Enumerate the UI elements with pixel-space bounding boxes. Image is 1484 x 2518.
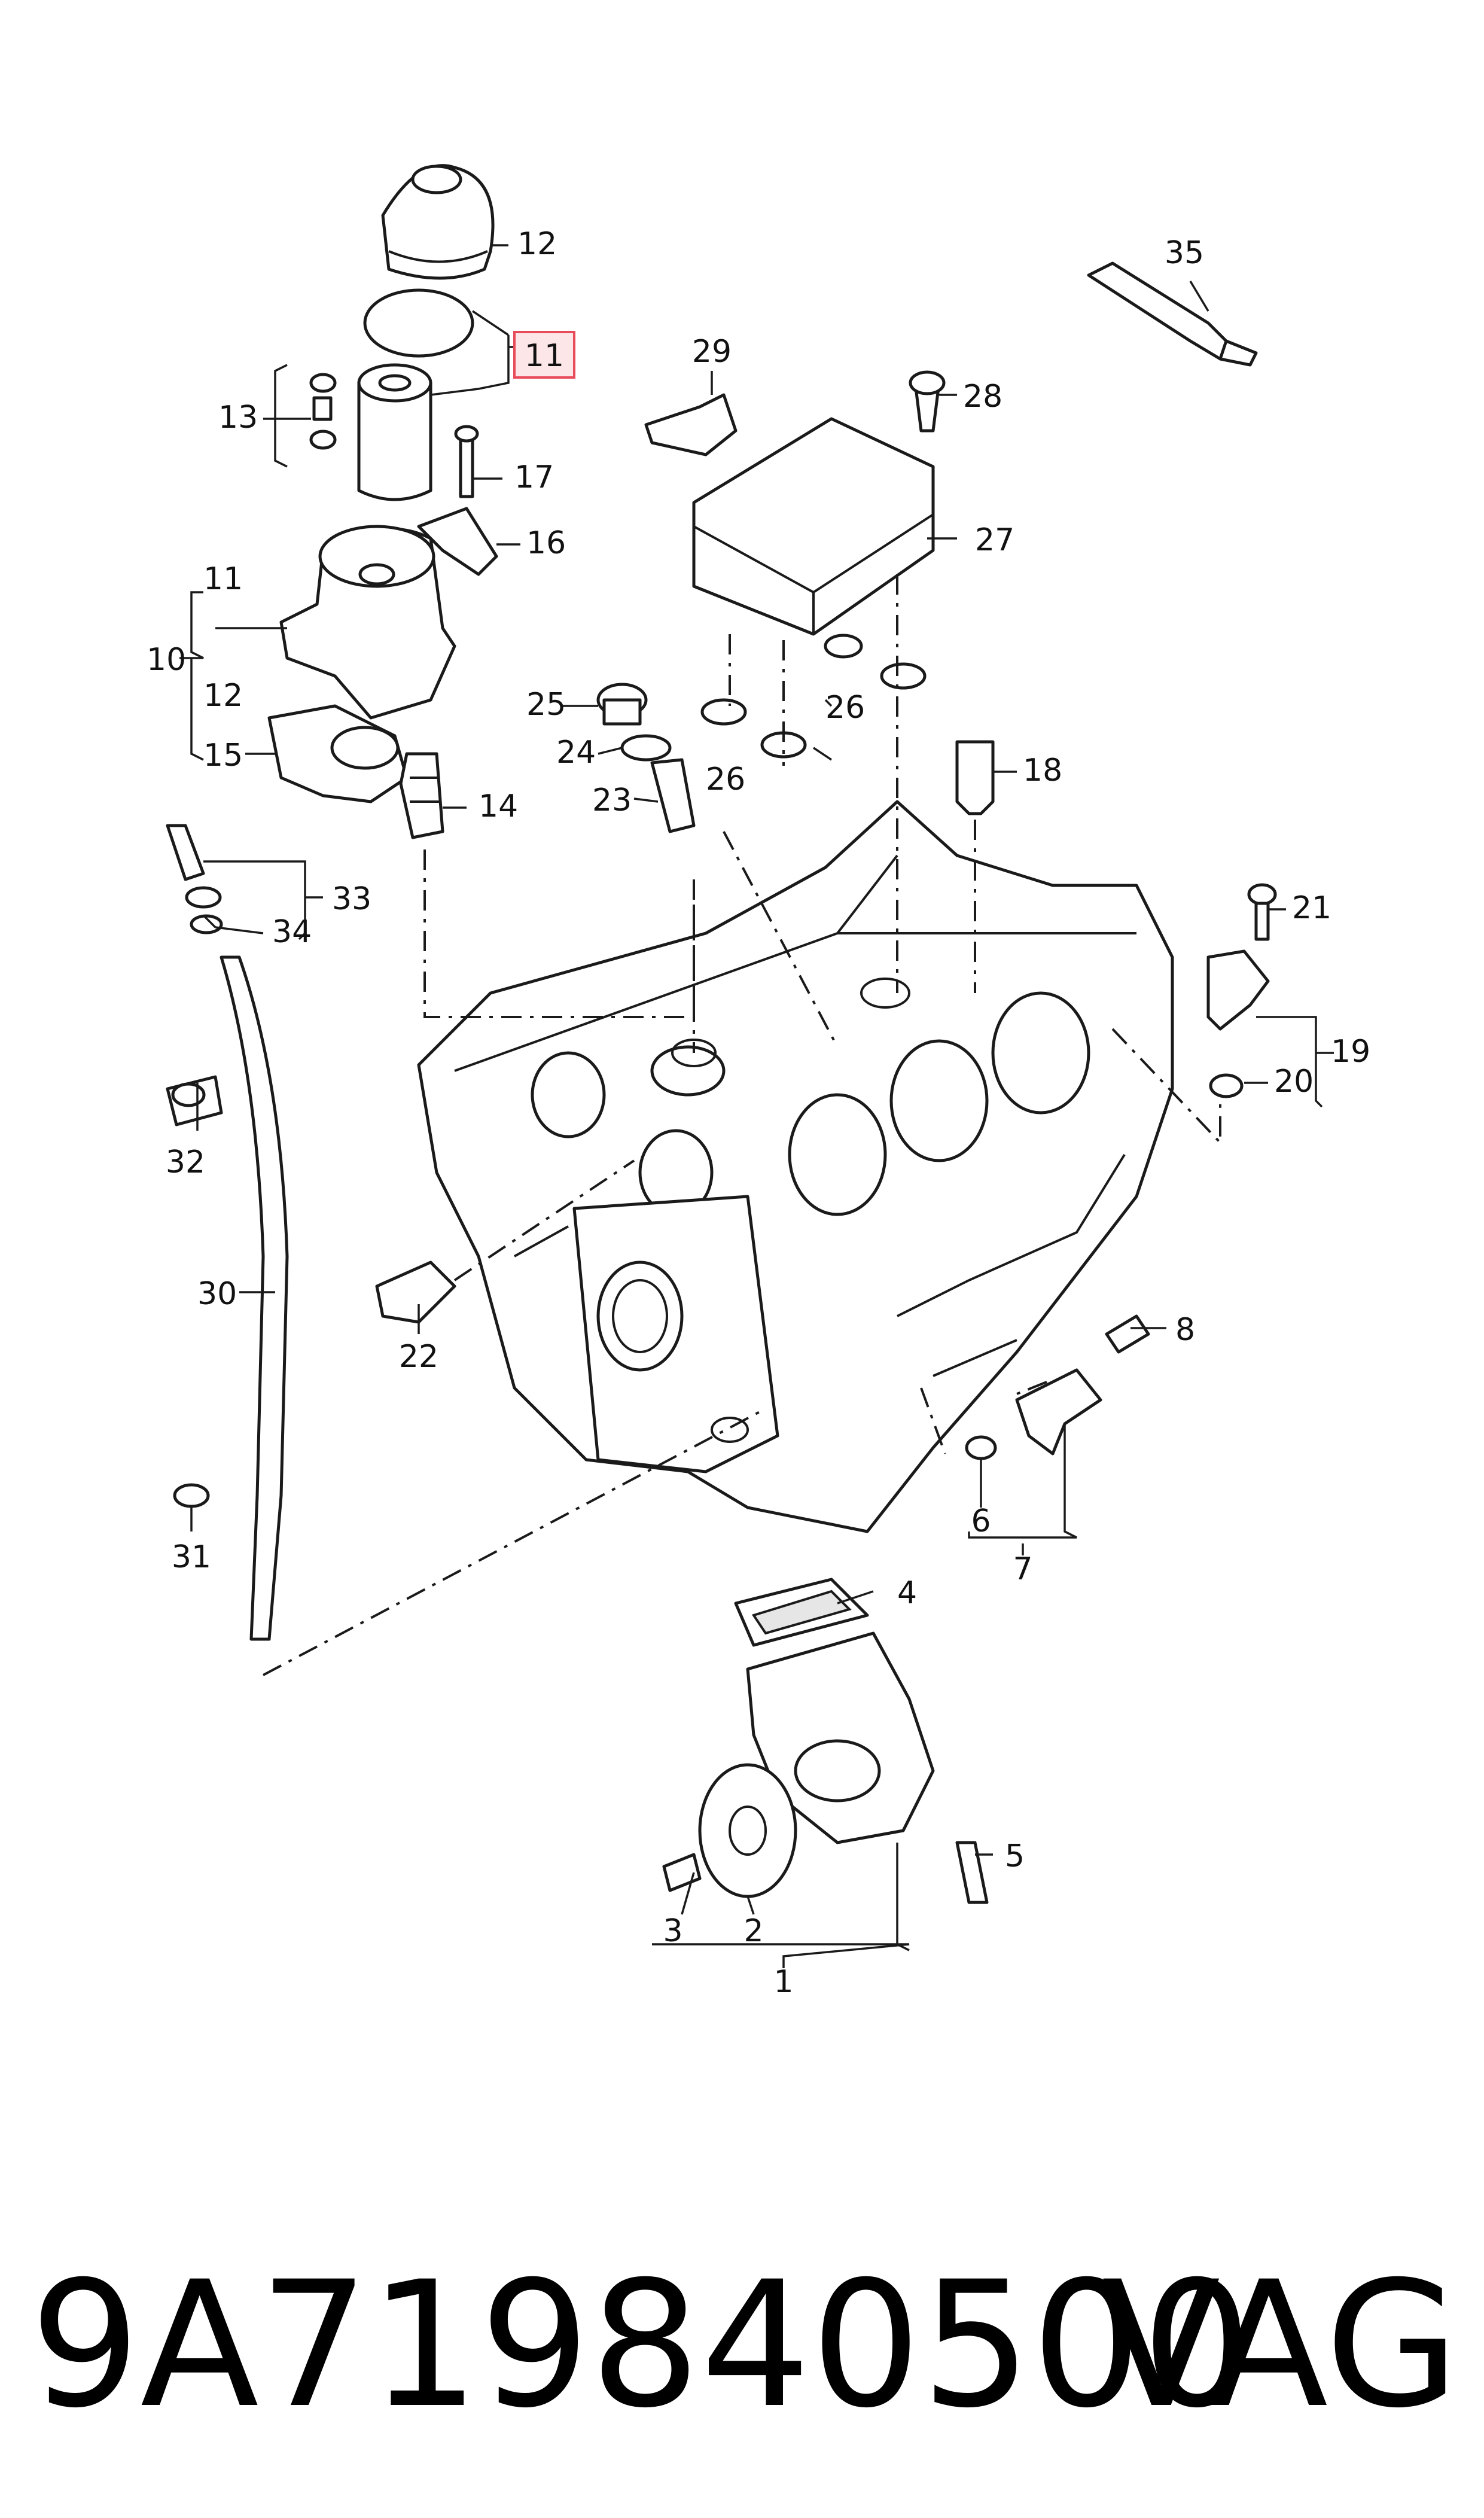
callout-21[interactable]: 21 — [1292, 890, 1331, 926]
callout-1[interactable]: 1 — [773, 1964, 793, 2000]
callout-17[interactable]: 17 — [514, 459, 554, 495]
assembly-lines — [263, 574, 1221, 1676]
callout-12-housing[interactable]: 12 — [203, 678, 243, 714]
callout-27[interactable]: 27 — [975, 522, 1014, 558]
callout-30[interactable]: 30 — [197, 1276, 237, 1312]
callout-11-highlighted[interactable]: 11 — [525, 338, 564, 374]
callout-23[interactable]: 23 — [592, 783, 632, 818]
callout-7[interactable]: 7 — [1013, 1551, 1032, 1587]
callout-20[interactable]: 20 — [1274, 1064, 1314, 1100]
callout-5[interactable]: 5 — [1005, 1838, 1025, 1874]
callout-24[interactable]: 24 — [556, 735, 596, 771]
callout-3[interactable]: 3 — [663, 1913, 682, 1949]
oil-pressure-parts — [596, 683, 696, 833]
callout-15[interactable]: 15 — [203, 738, 243, 774]
callout-35[interactable]: 35 — [1165, 235, 1204, 271]
callout-26[interactable]: 26 — [825, 690, 865, 726]
leader-lines — [179, 244, 1334, 1968]
callout-2[interactable]: 2 — [743, 1913, 763, 1949]
callout-25[interactable]: 25 — [526, 687, 566, 723]
oil-pump — [662, 1578, 989, 1904]
part-number: 9A719840500 — [30, 2245, 1252, 2446]
callout-12[interactable]: 12 — [517, 226, 557, 262]
callout-29[interactable]: 29 — [692, 334, 732, 370]
oil-filter-assembly — [267, 164, 498, 839]
callout-16[interactable]: 16 — [526, 525, 566, 561]
callout-4[interactable]: 4 — [897, 1575, 917, 1611]
callout-32[interactable]: 32 — [166, 1144, 205, 1180]
callout-31[interactable]: 31 — [172, 1539, 211, 1575]
callout-28[interactable]: 28 — [963, 379, 1002, 415]
callout-13[interactable]: 13 — [218, 400, 258, 436]
callout-34[interactable]: 34 — [272, 914, 312, 950]
callout-10[interactable]: 10 — [147, 642, 186, 678]
callout-labels: 1 2 3 4 5 6 7 8 10 11 12 11 12 13 14 15 … — [147, 226, 1370, 2000]
callout-11-housing[interactable]: 11 — [203, 561, 243, 597]
highlight-box — [513, 331, 575, 379]
callout-18[interactable]: 18 — [1023, 753, 1062, 788]
oil-pressure-switch — [375, 1260, 456, 1324]
callout-33[interactable]: 33 — [332, 881, 371, 917]
brand-label: VAG — [1102, 2245, 1459, 2446]
oil-cooler — [644, 370, 946, 759]
callout-6[interactable]: 6 — [971, 1503, 991, 1539]
oil-level-sensor — [955, 740, 995, 815]
engine-block — [417, 800, 1174, 1533]
callout-14[interactable]: 14 — [479, 788, 518, 824]
callout-26-lower[interactable]: 26 — [706, 762, 745, 797]
callout-19[interactable]: 19 — [1331, 1034, 1370, 1070]
sealant-tube — [1087, 261, 1258, 367]
dipstick-tube — [166, 824, 289, 1641]
callout-8[interactable]: 8 — [1175, 1312, 1195, 1348]
callout-22[interactable]: 22 — [399, 1339, 438, 1375]
temperature-sensor — [1206, 883, 1277, 1098]
